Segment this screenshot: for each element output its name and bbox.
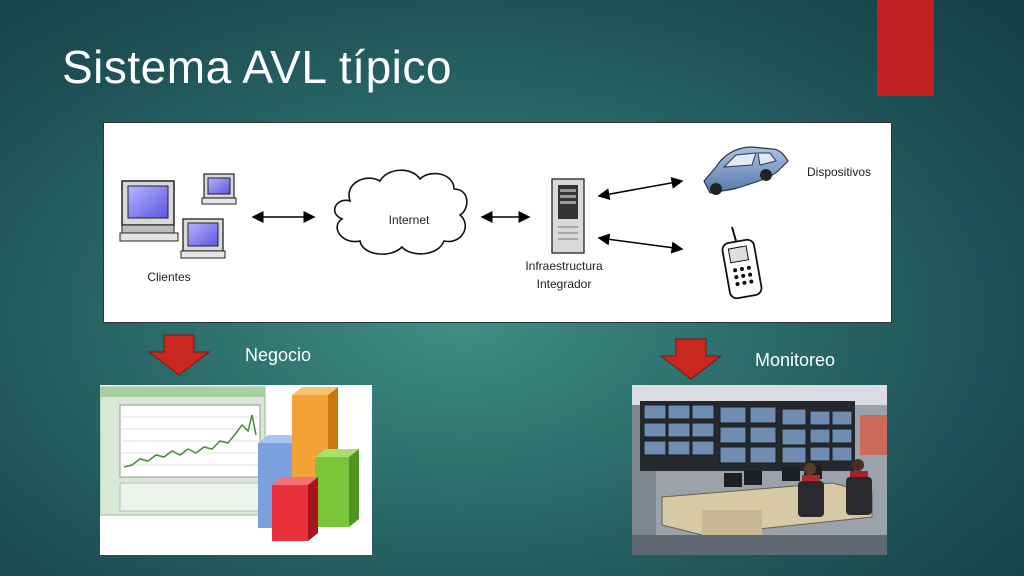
link-arrow: [597, 233, 684, 254]
computer-icon: [201, 173, 237, 205]
infrastructure-label-line1: Infraestructura: [525, 259, 603, 273]
cellphone-icon: [721, 226, 763, 300]
down-arrow-icon: [660, 338, 722, 380]
slide-title: Sistema AVL típico: [62, 41, 452, 93]
clients-label: Clientes: [147, 270, 191, 284]
avl-diagram: Internet Clientes Infraestructura Integr…: [103, 122, 892, 323]
car-icon: [703, 146, 789, 195]
server-icon: [551, 178, 585, 254]
business-label: Negocio: [245, 345, 312, 365]
down-arrow-icon: [148, 334, 210, 376]
cloud-icon: [333, 169, 468, 255]
infrastructure-label-line2: Integrador: [536, 277, 592, 291]
link-arrow: [597, 176, 684, 201]
accent-bar: [877, 0, 934, 96]
business-image: [100, 385, 372, 555]
control-room-illustration: [632, 385, 887, 555]
internet-label: Internet: [388, 213, 430, 227]
diagram-graphics: [119, 146, 789, 300]
devices-label: Dispositivos: [806, 165, 872, 179]
business-chart-illustration: [100, 386, 359, 541]
computer-icon: [119, 180, 179, 242]
computer-icon: [180, 218, 226, 259]
monitoring-label: Monitoreo: [755, 350, 836, 370]
monitoring-image: [632, 385, 887, 555]
